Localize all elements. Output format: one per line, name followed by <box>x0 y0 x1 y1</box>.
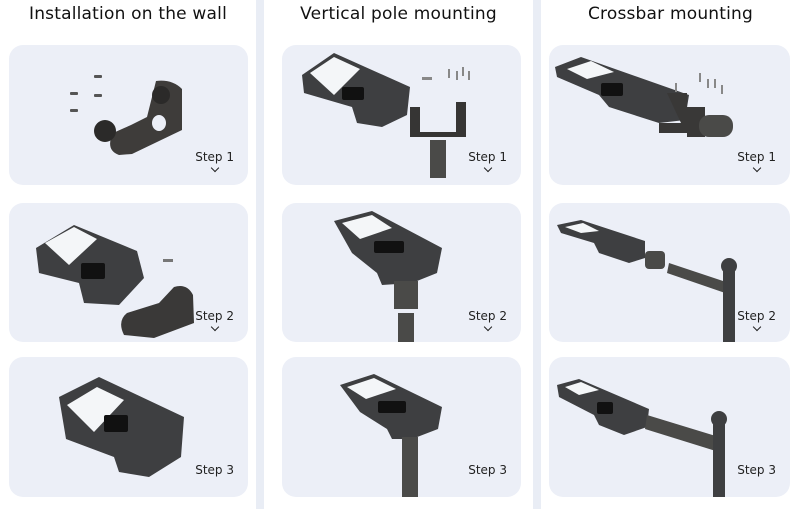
column-divider <box>256 0 264 509</box>
column-title: Crossbar mounting <box>587 4 754 24</box>
step-label: Step 2 <box>737 309 776 332</box>
step-card-crossbar-3: Step 3 <box>549 357 790 497</box>
light-and-pole-bracket-illustration <box>302 53 470 178</box>
light-mounted-on-crossbar-illustration <box>557 379 727 497</box>
light-on-wall-illustration <box>59 377 184 477</box>
step-card-pole-3: Step 3 <box>282 357 521 497</box>
column-wall-installation: Installation on the wall Step 1 Step 2 <box>0 0 256 509</box>
step-card-wall-1[interactable]: Step 1 <box>9 45 248 185</box>
light-and-crossbar-bracket-illustration <box>555 57 733 137</box>
light-and-crossbar-arm-illustration <box>557 220 737 342</box>
step-card-crossbar-1[interactable]: Step 1 <box>549 45 790 185</box>
chevron-down-icon[interactable] <box>752 163 761 173</box>
step-text: Step 2 <box>195 309 234 323</box>
step-label: Step 1 <box>468 150 507 173</box>
step-text: Step 2 <box>737 309 776 323</box>
wall-bracket-illustration <box>70 75 182 155</box>
light-and-bracket-illustration <box>36 225 194 338</box>
step-label: Step 2 <box>195 309 234 332</box>
step-label: Step 3 <box>468 463 507 477</box>
step-text: Step 1 <box>468 150 507 164</box>
step-text: Step 3 <box>468 463 507 477</box>
step-card-pole-1[interactable]: Step 1 <box>282 45 521 185</box>
column-title: Installation on the wall <box>28 4 227 24</box>
step-label: Step 3 <box>195 463 234 477</box>
column-crossbar: Crossbar mounting Step 1 Step 2 <box>541 0 800 509</box>
chevron-down-icon[interactable] <box>483 163 492 173</box>
chevron-down-icon[interactable] <box>483 322 492 332</box>
step-text: Step 2 <box>468 309 507 323</box>
step-text: Step 3 <box>737 463 776 477</box>
step-text: Step 1 <box>737 150 776 164</box>
light-on-pole-adapter-illustration <box>334 211 442 342</box>
step-label: Step 1 <box>737 150 776 173</box>
step-card-crossbar-2[interactable]: Step 2 <box>549 203 790 342</box>
chevron-down-icon[interactable] <box>752 322 761 332</box>
step-card-wall-2[interactable]: Step 2 <box>9 203 248 342</box>
chevron-down-icon[interactable] <box>210 322 219 332</box>
step-text: Step 3 <box>195 463 234 477</box>
step-label: Step 1 <box>195 150 234 173</box>
column-vertical-pole: Vertical pole mounting Step 1 Step 2 <box>264 0 533 509</box>
step-label: Step 3 <box>737 463 776 477</box>
step-label: Step 2 <box>468 309 507 332</box>
column-title: Vertical pole mounting <box>300 4 497 24</box>
column-divider <box>533 0 541 509</box>
light-mounted-on-pole-illustration <box>340 374 442 497</box>
step-text: Step 1 <box>195 150 234 164</box>
chevron-down-icon[interactable] <box>210 163 219 173</box>
step-card-pole-2[interactable]: Step 2 <box>282 203 521 342</box>
step-card-wall-3: Step 3 <box>9 357 248 497</box>
